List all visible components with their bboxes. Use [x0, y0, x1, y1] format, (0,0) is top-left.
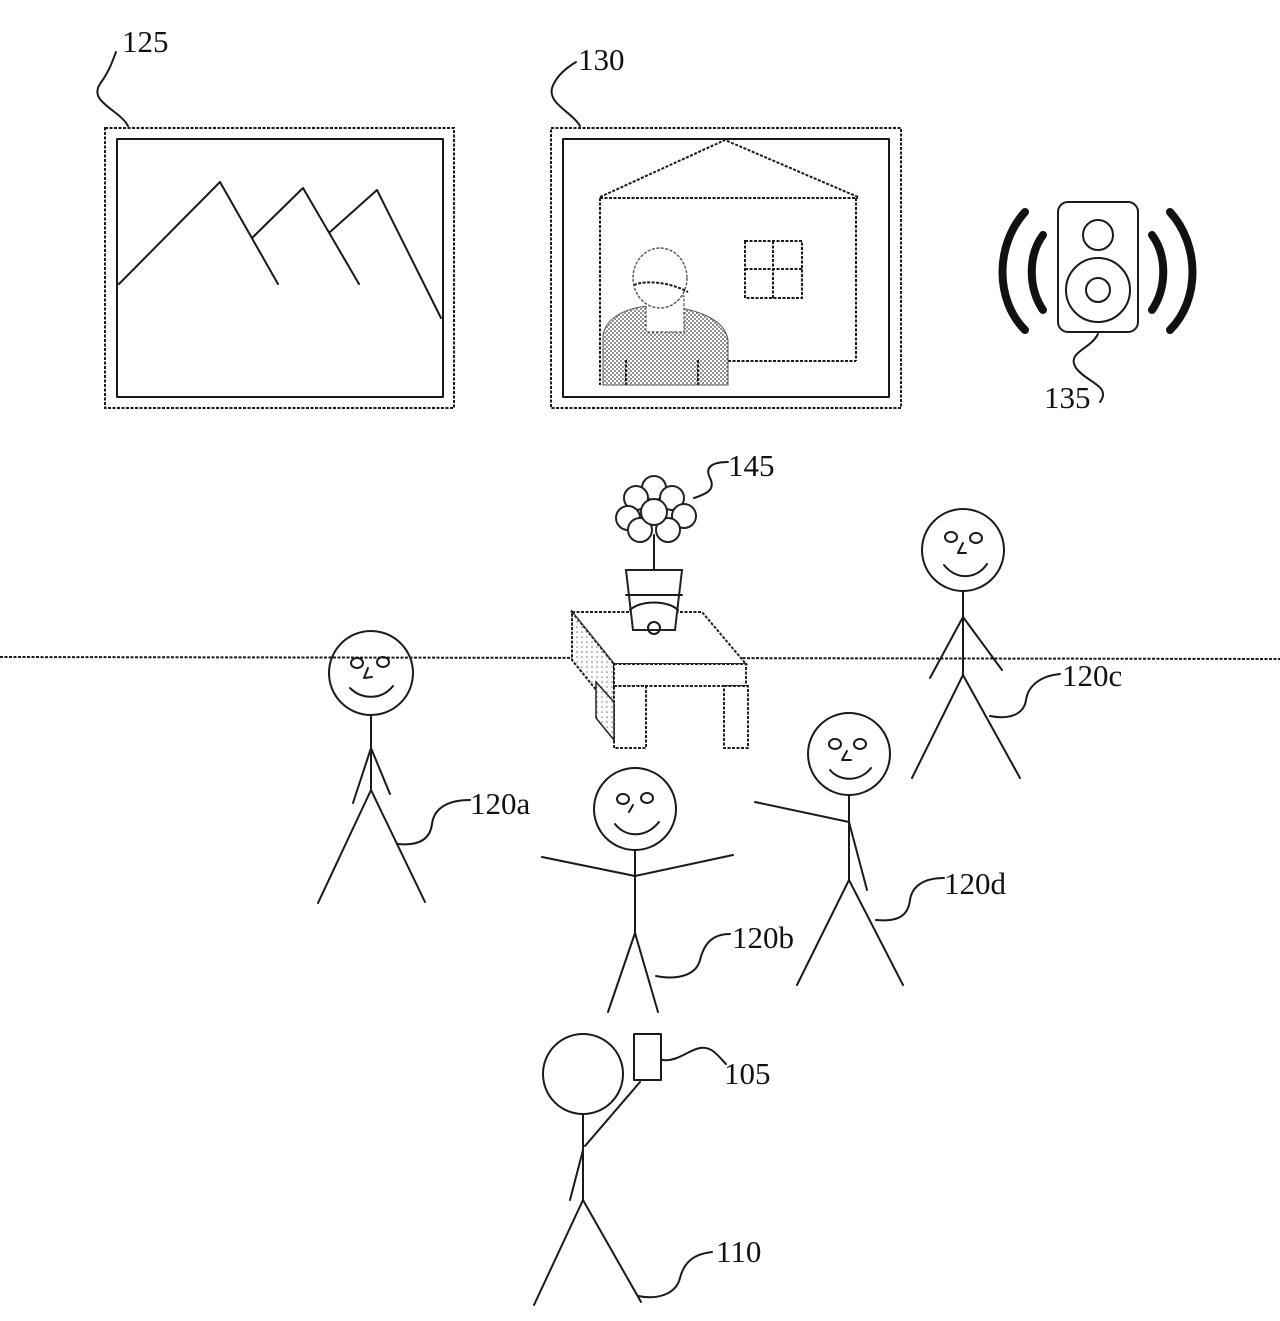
sound-wave-right-outer [1166, 208, 1197, 334]
table [569, 609, 749, 749]
leader-line-145 [693, 461, 729, 499]
device: 105 [633, 1033, 771, 1091]
leader-line-120b [655, 933, 731, 979]
sound-wave-right-inner [1148, 231, 1168, 314]
speaker: 135 [998, 201, 1197, 415]
ref-label-105: 105 [724, 1056, 771, 1091]
ref-label-120a: 120a [470, 786, 531, 821]
leader-line-120a [397, 799, 471, 846]
ref-label-120d: 120d [944, 866, 1007, 901]
user: 110 [533, 1033, 761, 1306]
ref-label-125: 125 [122, 24, 169, 59]
person-a: 120a [317, 630, 531, 904]
sound-wave-left-outer [998, 208, 1029, 334]
phone-icon [633, 1033, 662, 1081]
speaker-icon [1057, 201, 1139, 333]
leader-line-135 [1072, 333, 1104, 403]
ref-label-130: 130 [578, 42, 625, 77]
picture-frame-portrait: 130 [550, 42, 902, 409]
leader-line-105 [661, 1046, 727, 1065]
person-c: 120c [911, 508, 1122, 779]
ref-label-120c: 120c [1062, 658, 1122, 693]
ref-label-120b: 120b [732, 920, 794, 955]
leader-line-125 [96, 51, 129, 127]
ref-label-145: 145 [728, 448, 775, 483]
window-icon [744, 240, 803, 299]
flower-icon [615, 475, 697, 543]
house-roof [599, 138, 859, 198]
sound-wave-left-inner [1027, 231, 1047, 314]
person-b: 120b [541, 767, 794, 1013]
ref-label-135: 135 [1044, 380, 1091, 415]
leader-line-130 [550, 61, 581, 127]
mountain-icon [118, 181, 279, 285]
person-d: 120d [754, 712, 1007, 986]
leader-line-120d [875, 877, 945, 922]
ref-label-110: 110 [716, 1234, 761, 1269]
portrait-person [602, 247, 729, 386]
leader-line-120c [989, 673, 1061, 719]
leader-line-110 [637, 1251, 713, 1299]
picture-frame-landscape: 125 [96, 24, 455, 409]
flower-pot: 145 [615, 448, 775, 635]
